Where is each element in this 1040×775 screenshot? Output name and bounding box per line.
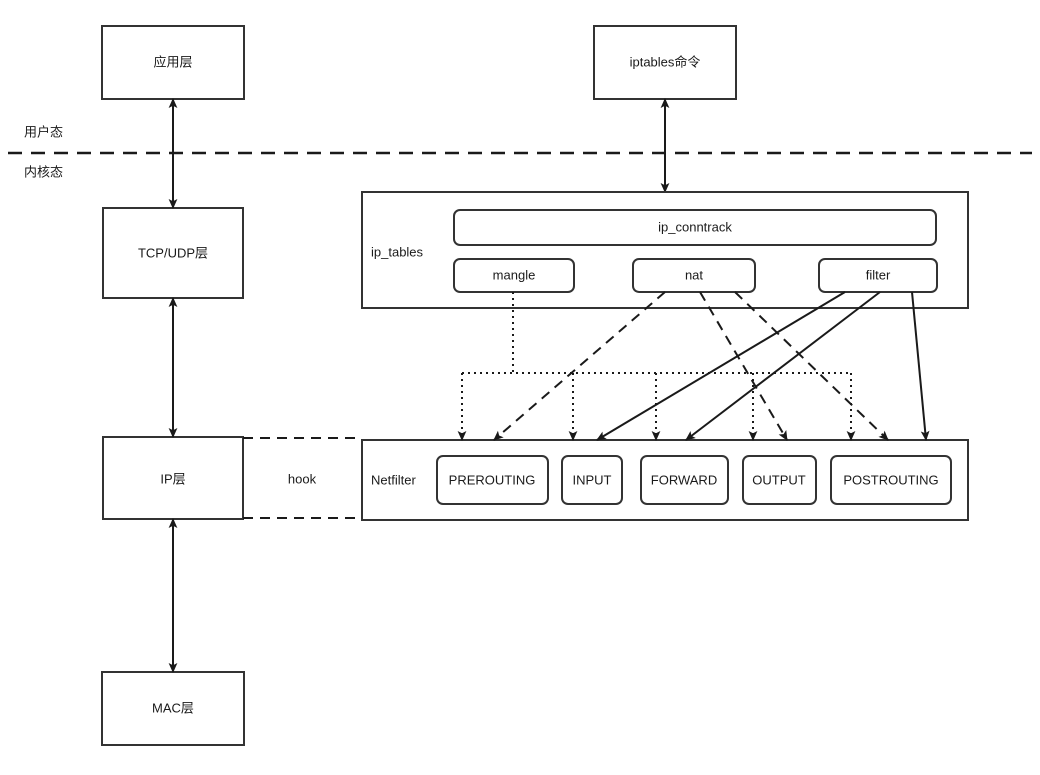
label-table-nat: nat [685,267,703,282]
conn-filter-to-output [911,291,930,441]
label-chain-output: OUTPUT [752,472,806,487]
box-table-nat[interactable] [632,258,756,293]
label-ip-layer: IP层 [160,471,185,486]
box-chain-postrouting[interactable] [830,455,952,505]
box-ip-conntrack[interactable] [453,209,937,246]
conn-nat-to-output [699,291,788,441]
box-chain-output[interactable] [742,455,817,505]
label-ip-tables: ip_tables [371,244,424,259]
box-tcp-udp-layer[interactable] [102,207,244,299]
conn-nat-to-prerouting [493,291,666,441]
box-chain-forward[interactable] [640,455,729,505]
box-table-filter[interactable] [818,258,938,293]
label-application-layer: 应用层 [153,54,192,69]
label-tcp-udp-layer: TCP/UDP层 [138,245,208,260]
conn-filter-to-input [596,291,846,441]
label-hook: hook [288,471,317,486]
label-kernel-mode: 内核态 [24,164,63,179]
label-mac-layer: MAC层 [152,700,194,715]
label-user-mode: 用户态 [24,124,63,139]
label-chain-forward: FORWARD [651,472,717,487]
label-ip-conntrack: ip_conntrack [658,219,732,234]
box-chain-prerouting[interactable] [436,455,549,505]
label-table-mangle: mangle [493,267,536,282]
label-iptables-command: iptables命令 [630,54,701,69]
label-chain-postrouting: POSTROUTING [843,472,938,487]
label-chain-prerouting: PREROUTING [449,472,536,487]
box-iptables-command[interactable] [593,25,737,100]
conn-nat-to-postrouting [734,291,889,441]
label-table-filter: filter [866,267,891,282]
conn-filter-to-forward [685,291,881,441]
label-netfilter: Netfilter [371,472,416,487]
box-chain-input[interactable] [561,455,623,505]
box-mac-layer[interactable] [101,671,245,746]
label-chain-input: INPUT [573,472,612,487]
